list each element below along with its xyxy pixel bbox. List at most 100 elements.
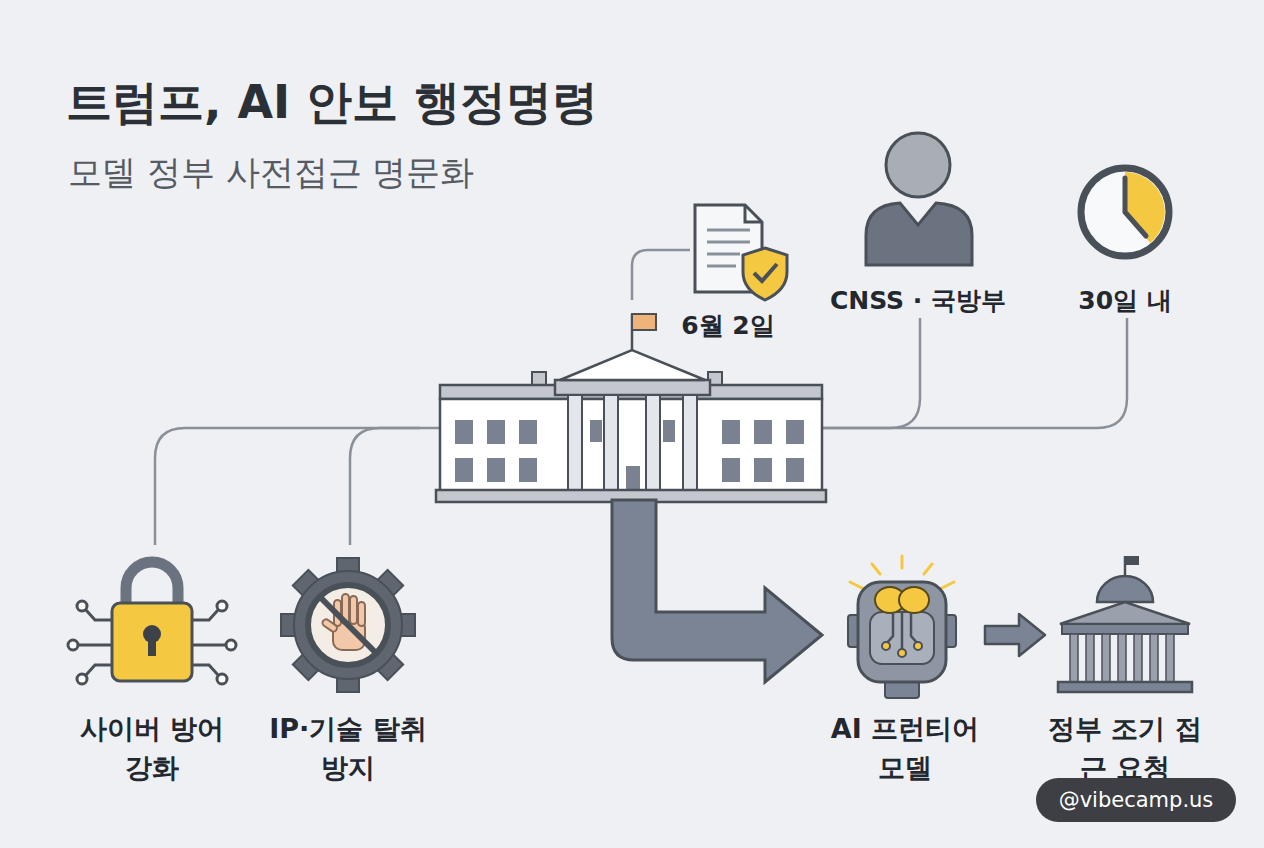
government-building-icon-part-part	[1166, 634, 1174, 682]
white-house-part-part	[786, 458, 804, 482]
lock-icon-part-part	[79, 644, 112, 647]
white-house-part-part	[487, 458, 505, 482]
government-building-icon-part-part	[1086, 634, 1094, 682]
white-house-part	[555, 380, 710, 395]
clock-icon-part	[1125, 172, 1165, 243]
gear-icon-part	[281, 558, 415, 692]
robot-icon-part-part	[942, 582, 954, 588]
robot-icon-part	[870, 612, 934, 664]
document-icon-part-part	[707, 241, 750, 244]
white-house-part-part	[626, 466, 640, 492]
node-label: 정부 조기 접근 요청	[1045, 710, 1205, 787]
white-house-part-part	[519, 420, 537, 444]
government-building-icon-part	[1058, 682, 1192, 692]
icon-node: CNSS · 국방부	[808, 128, 1028, 318]
government-building-icon-part-part	[1102, 634, 1110, 682]
clock-icon-part	[1125, 178, 1146, 236]
lock-icon-part-part	[192, 610, 218, 620]
robot-icon-part-part	[882, 642, 890, 650]
document-icon-part-part	[707, 265, 736, 268]
robot-icon-part-part	[901, 612, 904, 650]
robot-icon-part	[858, 582, 946, 682]
gear-icon-part	[320, 597, 376, 653]
icon-node: IP·기술 탈취 방지	[268, 565, 428, 787]
white-house-part-part	[646, 395, 660, 490]
white-house-part-part	[754, 458, 772, 482]
white-house-part-part	[590, 420, 602, 442]
gear-icon-part-part	[350, 596, 357, 624]
gear-icon-part-part	[321, 618, 338, 633]
lock-icon-part	[112, 603, 192, 681]
government-building-icon-part-part	[1134, 634, 1142, 682]
leader-line-part	[822, 318, 1127, 428]
white-house-part-part	[604, 395, 618, 490]
robot-icon-part-part	[911, 612, 918, 644]
person-icon-part	[886, 133, 950, 197]
white-house-part	[440, 399, 822, 492]
leader-line-part	[822, 318, 920, 428]
gear-icon-part-part	[358, 602, 365, 626]
document-icon-part	[754, 264, 777, 281]
document-icon-part	[745, 205, 762, 222]
node-label: AI 프런티어 모델	[825, 710, 985, 787]
diagram-title: 트럼프, AI 안보 행정명령	[66, 72, 598, 134]
person-icon-part	[866, 203, 972, 265]
government-building-icon-part	[1060, 602, 1190, 624]
white-house-part	[455, 420, 804, 492]
diagram-subtitle: 모델 정부 사전접근 명문화	[68, 150, 474, 196]
lock-icon-part-part	[68, 640, 78, 650]
gear-icon	[281, 558, 415, 692]
white-house-part-part	[722, 458, 740, 482]
robot-icon-part-part	[872, 564, 880, 574]
icon-node: 정부 조기 접근 요청	[1045, 565, 1205, 787]
government-building-icon-part	[1125, 556, 1139, 565]
leader-line-part	[155, 428, 440, 545]
lock-icon-part-part	[77, 674, 87, 684]
node-label: 6월 2일	[681, 308, 775, 344]
white-house-part-part	[519, 458, 537, 482]
lock-icon-part	[68, 601, 236, 684]
leader-line-part	[632, 250, 690, 300]
lock-icon-part	[126, 562, 178, 606]
government-building-icon-part	[1097, 576, 1153, 602]
robot-icon-part-part	[901, 556, 904, 568]
white-house-part-part	[487, 420, 505, 444]
gear-icon-part	[308, 585, 388, 665]
clock-icon	[1081, 168, 1169, 256]
white-house-part	[632, 314, 656, 330]
white-house-part-part	[663, 420, 675, 442]
document-icon-part-part	[707, 229, 750, 232]
white-house-part-part	[568, 395, 582, 490]
government-building-icon-part-part	[1118, 634, 1126, 682]
government-building-icon-part	[1070, 634, 1174, 682]
flow-arrow	[985, 614, 1045, 656]
white-house-part	[560, 350, 705, 380]
white-house-part-part	[722, 420, 740, 444]
gear-icon-part	[294, 571, 402, 679]
lock-icon-part-part	[226, 640, 236, 650]
white-house	[436, 314, 826, 502]
robot-icon-part-part	[886, 612, 893, 644]
white-house-part-part	[455, 420, 473, 444]
robot-icon	[848, 556, 956, 698]
document-icon-part-part	[707, 253, 740, 256]
robot-icon-part-part	[914, 642, 922, 650]
icon-node: 30일 내	[1060, 160, 1190, 318]
robot-icon-part	[899, 587, 929, 613]
white-house-part-part	[683, 395, 697, 490]
lock-icon-part-part	[217, 601, 227, 611]
icon-node: 6월 2일	[658, 195, 798, 343]
government-building-icon-part-part	[1150, 634, 1158, 682]
person-icon	[866, 133, 972, 265]
government-building-icon-part	[1062, 624, 1188, 634]
node-label: 사이버 방어 강화	[72, 710, 232, 787]
lock-icon-part-part	[192, 665, 218, 675]
document-icon-part	[743, 248, 787, 300]
lock-icon	[68, 562, 236, 684]
node-label: IP·기술 탈취 방지	[268, 710, 428, 787]
robot-icon-part-part	[924, 564, 932, 574]
government-building-icon-part-part	[1070, 634, 1078, 682]
flow-connector-group	[985, 614, 1045, 656]
icon-node: AI 프런티어 모델	[825, 565, 985, 787]
